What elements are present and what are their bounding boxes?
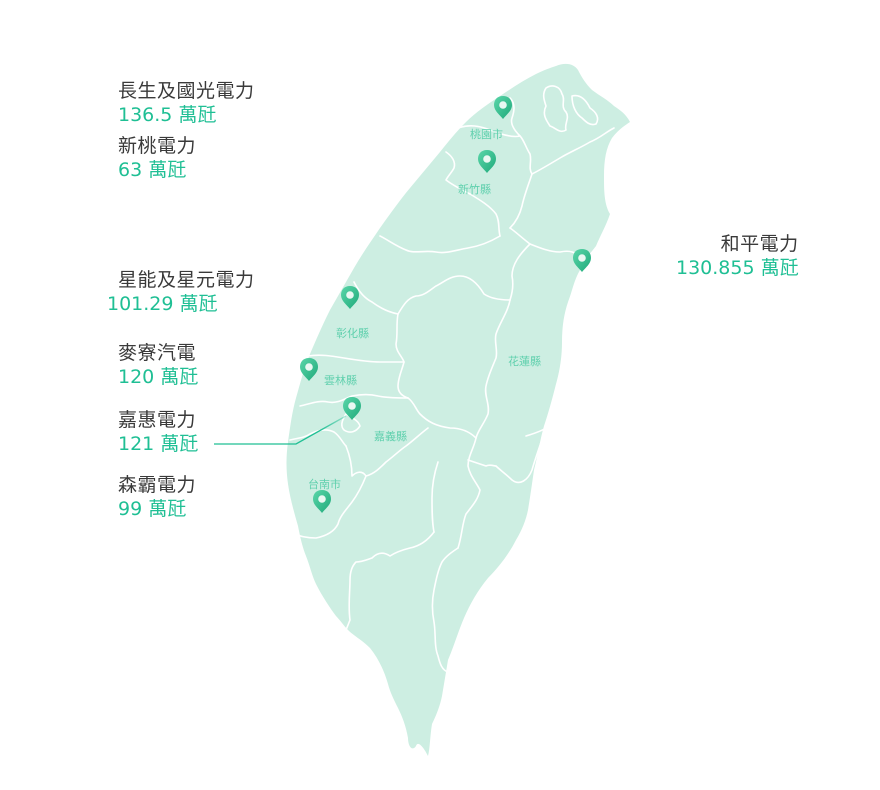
region-label-chiayi: 嘉義縣 bbox=[374, 430, 407, 443]
map-pin-icon[interactable] bbox=[343, 397, 361, 420]
plant-capacity: 101.29 萬瓩 bbox=[107, 293, 218, 315]
county-borders bbox=[289, 85, 615, 673]
plant-name: 星能及星元電力 bbox=[118, 269, 255, 291]
plant-capacity: 99 萬瓩 bbox=[118, 498, 187, 520]
map-pins bbox=[300, 96, 591, 513]
region-label-tainan: 台南市 bbox=[308, 478, 341, 491]
plant-label-hoping: 和平電力 130.855 萬瓩 bbox=[676, 232, 799, 280]
plant-label-changsheng-kuokuang: 長生及國光電力 136.5 萬瓩 bbox=[118, 79, 255, 127]
region-label-hualien: 花蓮縣 bbox=[508, 355, 541, 368]
map-pin-icon[interactable] bbox=[300, 358, 318, 381]
map-pin-icon[interactable] bbox=[478, 150, 496, 173]
region-label-changhua: 彰化縣 bbox=[336, 327, 369, 340]
plant-name: 嘉惠電力 bbox=[118, 409, 197, 431]
plant-name: 森霸電力 bbox=[118, 474, 197, 496]
map-pin-icon[interactable] bbox=[573, 249, 591, 272]
plant-label-hsintao: 新桃電力 63 萬瓩 bbox=[118, 134, 196, 182]
plant-name: 新桃電力 bbox=[118, 135, 197, 157]
map-pin-icon[interactable] bbox=[341, 286, 359, 309]
map-pin-icon[interactable] bbox=[494, 96, 512, 119]
taiwan-island bbox=[286, 63, 630, 757]
region-label-taoyuan: 桃園市 bbox=[470, 128, 503, 141]
map-pin-icon[interactable] bbox=[313, 490, 331, 513]
leader-lines bbox=[196, 114, 674, 510]
plant-capacity: 130.855 萬瓩 bbox=[676, 257, 799, 279]
plant-name: 麥寮汽電 bbox=[118, 342, 197, 364]
plant-capacity: 120 萬瓩 bbox=[118, 366, 199, 388]
plant-capacity: 63 萬瓩 bbox=[118, 159, 187, 181]
region-label-yunlin: 雲林縣 bbox=[324, 374, 357, 387]
plant-label-sunba: 森霸電力 99 萬瓩 bbox=[118, 473, 196, 521]
plant-capacity: 121 萬瓩 bbox=[118, 433, 199, 455]
region-label-hsinchu: 新竹縣 bbox=[458, 183, 491, 196]
plant-label-starenergy: 星能及星元電力 101.29 萬瓩 bbox=[107, 268, 255, 316]
plant-name: 和平電力 bbox=[720, 233, 799, 255]
plant-capacity: 136.5 萬瓩 bbox=[118, 104, 217, 126]
plant-name: 長生及國光電力 bbox=[118, 80, 255, 102]
plant-label-chiahui: 嘉惠電力 121 萬瓩 bbox=[118, 408, 198, 456]
plant-label-mailiao: 麥寮汽電 120 萬瓩 bbox=[118, 341, 198, 389]
